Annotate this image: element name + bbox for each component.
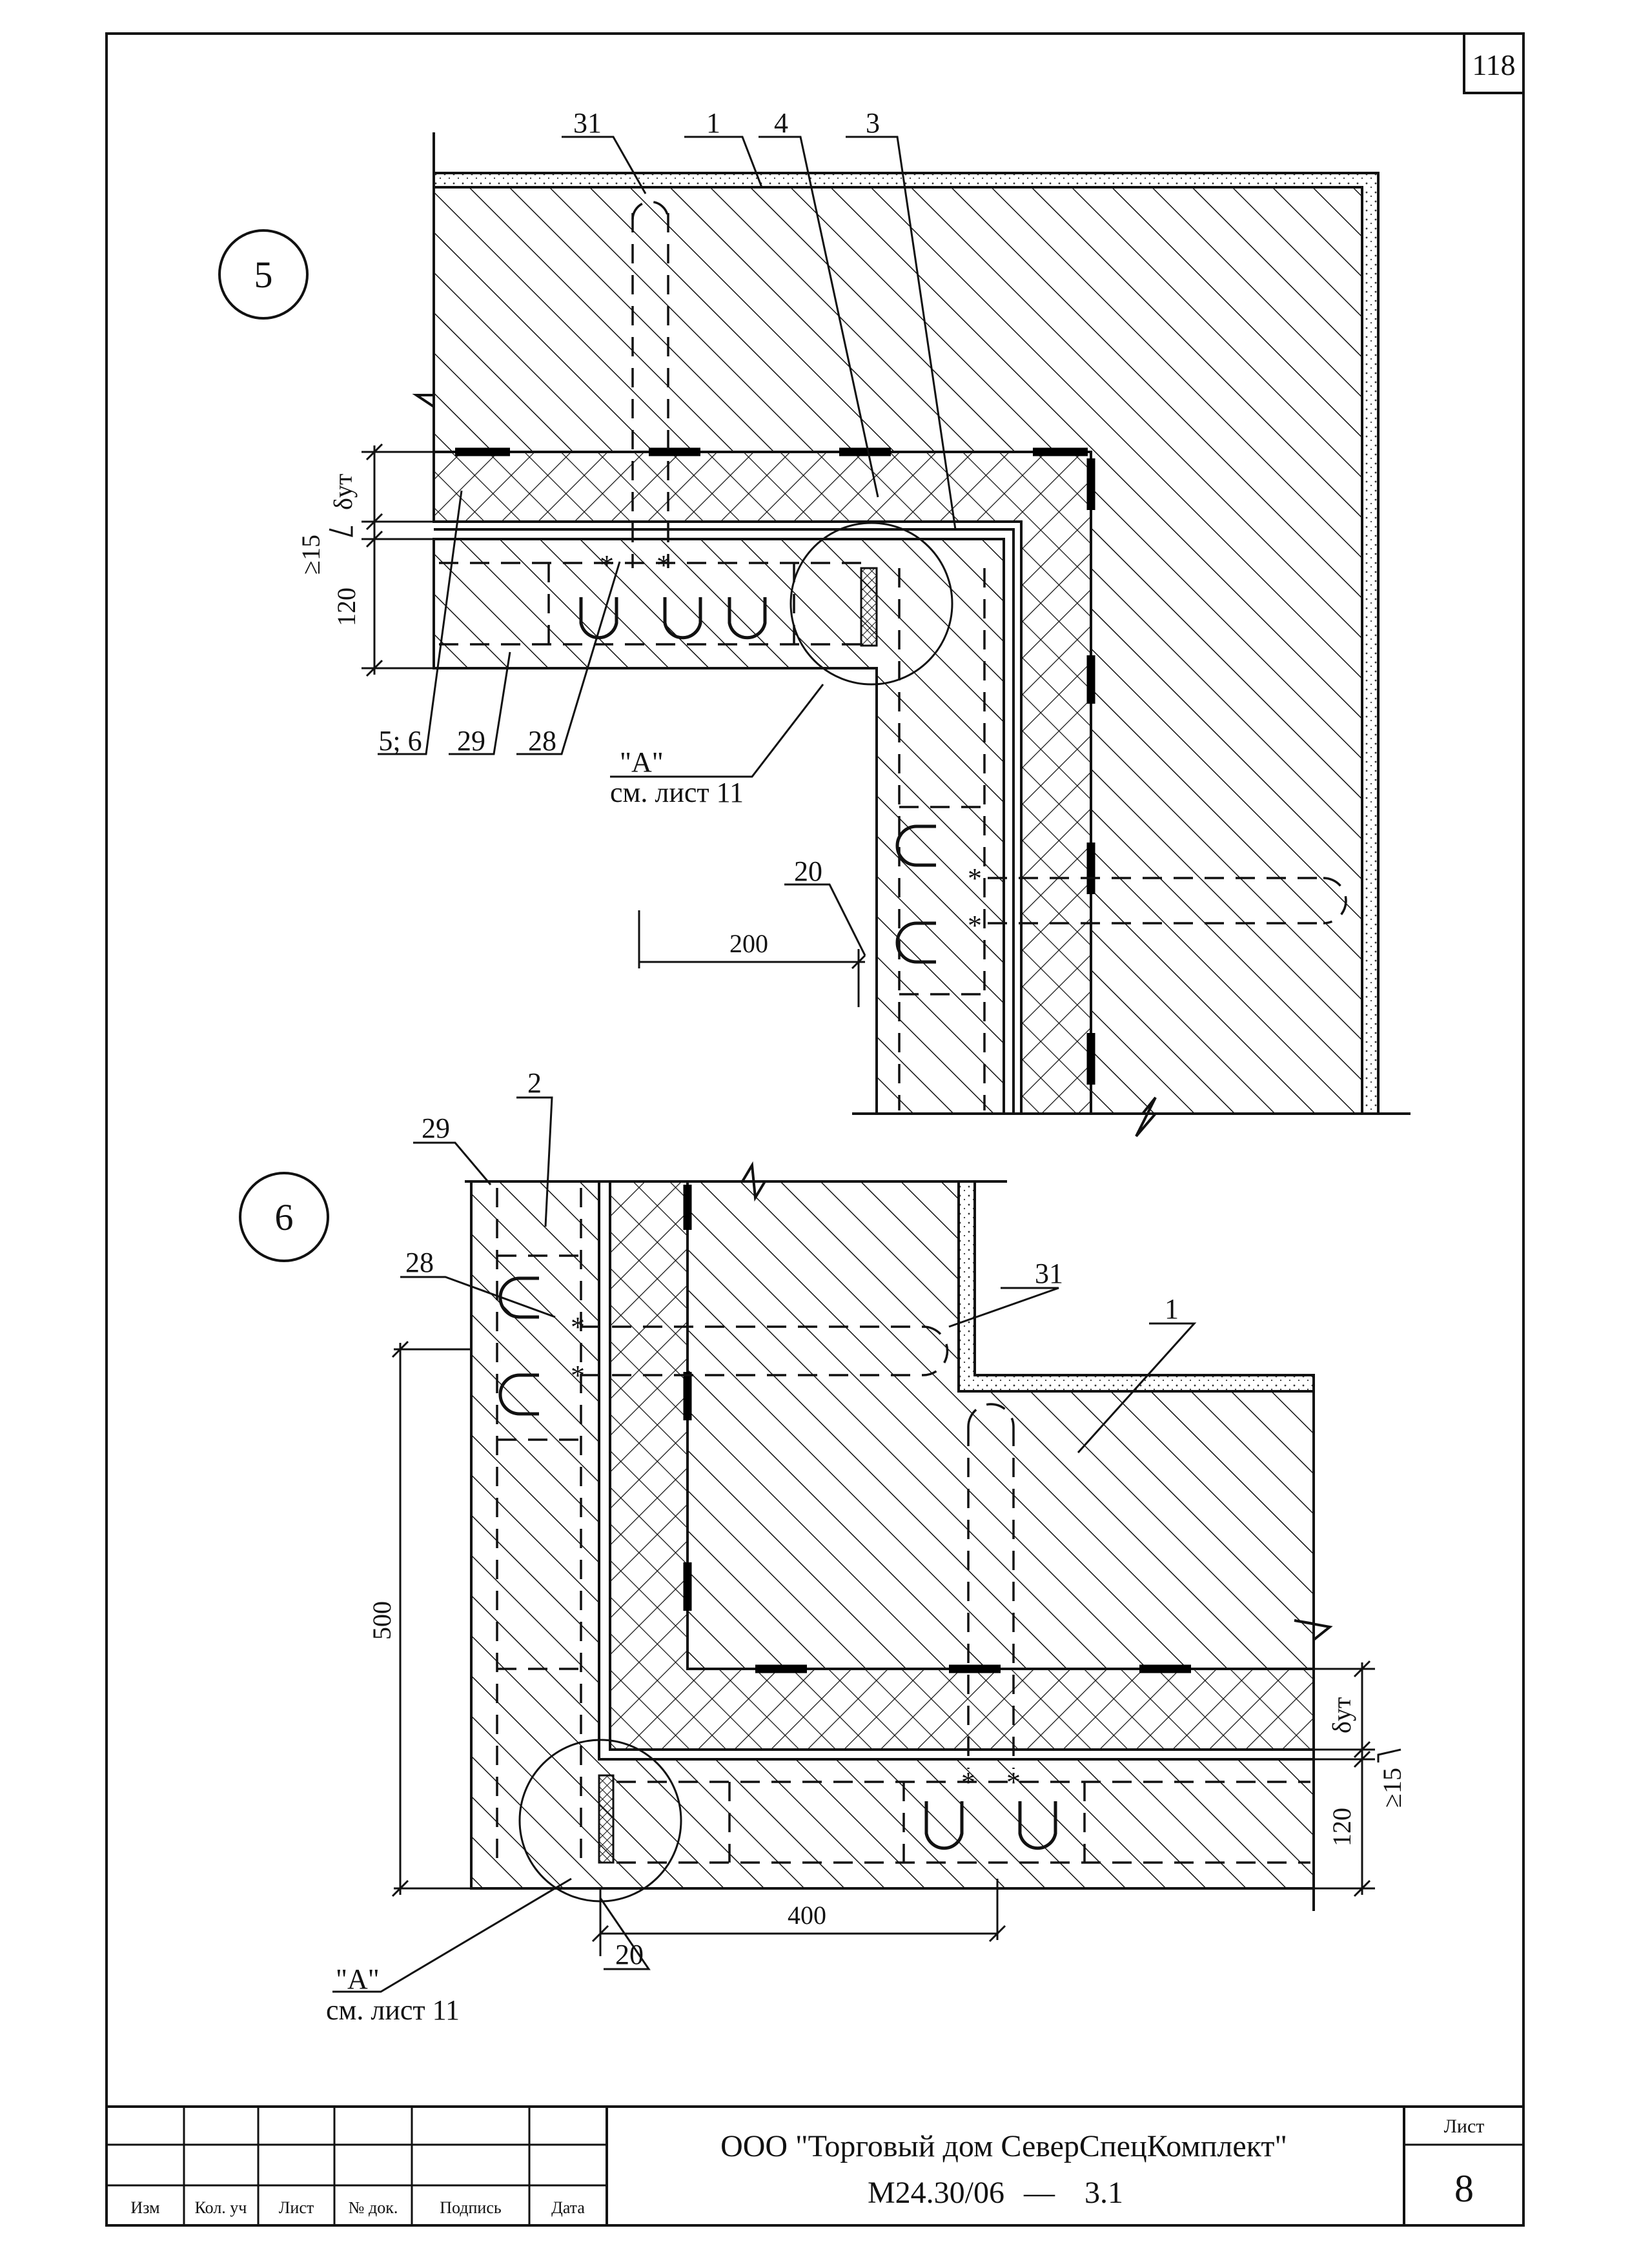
d6-dim-height: 500 [367, 1601, 396, 1640]
d5-detail-circle-a [789, 522, 953, 686]
d6-callout-28: 28 [405, 1247, 434, 1278]
document-code: М24.30/06 [868, 2176, 1004, 2210]
d5-leaders [378, 136, 957, 956]
svg-text:*: * [600, 549, 614, 581]
d6-dim-gap: ≥15 [1378, 1768, 1407, 1808]
d6-ref-title: "A" [336, 1963, 380, 1995]
d6-leaders [332, 1096, 1197, 1993]
d6-weld-marks: * * * * [571, 1311, 1021, 1798]
d6-callout-29: 29 [422, 1112, 450, 1144]
title-header-kol-uch: Кол. уч [195, 2198, 247, 2217]
d6-reinforcement [496, 1188, 1310, 1864]
d5-callout-3: 3 [866, 107, 880, 139]
d5-dimension-lines [329, 443, 866, 1007]
d5-hooks [579, 597, 936, 964]
d5-callout-1: 1 [706, 107, 720, 139]
d5-air-gap [434, 528, 1015, 1114]
title-header-date: Дата [551, 2198, 585, 2217]
d5-detail-number: 5 [254, 254, 273, 296]
svg-text:*: * [968, 863, 982, 894]
d5-detail-number-circle [218, 229, 309, 320]
d6-detail-number-circle [239, 1172, 329, 1262]
d6-dim-length: 400 [788, 1901, 826, 1930]
d6-anchor-marks [683, 1185, 1191, 1673]
title-header-doc-no: № док. [349, 2198, 398, 2217]
title-block: Изм Кол. уч Лист № док. Подпись Дата ООО… [105, 2105, 1525, 2227]
detail-5: * * * * 31 1 4 3 5; 6 29 28 20 "A" см. л… [218, 107, 1411, 1138]
d5-break-left [412, 132, 435, 452]
d5-ref-sheet: см. лист 11 [610, 777, 744, 808]
sheet-number-top: 118 [1472, 48, 1515, 81]
d5-callout-31: 31 [573, 107, 602, 139]
title-header-list: Лист [279, 2198, 314, 2217]
svg-text:*: * [961, 1766, 975, 1798]
d6-break-top [465, 1161, 1007, 1202]
sheet-value: 8 [1454, 2167, 1474, 2210]
d5-callout-5-6: 5; 6 [378, 725, 422, 757]
d5-anchor-marks [455, 447, 1095, 1085]
d5-dim-thickness: 120 [332, 587, 361, 626]
d6-callout-20: 20 [615, 1939, 644, 1970]
sheet-number-box [1463, 32, 1525, 94]
d5-callout-29: 29 [457, 725, 485, 757]
detail-6: * * * * 29 2 28 31 1 20 "A" см. лист 11 [239, 1067, 1407, 2026]
sheet-label: Лист [1444, 2116, 1485, 2137]
d5-joint-seal [860, 567, 878, 647]
d5-reinforcement [439, 200, 1347, 1110]
svg-text:*: * [571, 1311, 585, 1343]
d5-ref-title: "A" [620, 746, 664, 778]
d6-callout-1: 1 [1165, 1293, 1179, 1325]
title-header-izm: Изм [130, 2198, 159, 2217]
svg-text:*: * [1006, 1766, 1021, 1798]
title-header-signature: Подпись [440, 2198, 502, 2217]
d5-dim-gap: ≥15 [296, 535, 325, 575]
d6-callout-2: 2 [527, 1067, 542, 1099]
d5-dim-insulation: δут [329, 474, 358, 510]
svg-text:*: * [657, 549, 671, 581]
d6-concrete-wall [686, 1180, 1315, 1670]
d5-callout-28: 28 [528, 725, 556, 757]
d6-ref-sheet: см. лист 11 [326, 1994, 460, 2026]
d6-plaster-layer [957, 1180, 1315, 1393]
d5-break-bottom [852, 1096, 1411, 1138]
svg-text:*: * [968, 910, 982, 941]
svg-text:*: * [571, 1360, 585, 1391]
d6-break-right [1294, 1391, 1333, 1911]
company-name: ООО "Торговый дом СеверСпецКомплект" [720, 2129, 1287, 2163]
d5-weld-marks: * * * * [600, 549, 982, 941]
d5-dim-offset: 200 [729, 929, 768, 958]
d5-callout-20: 20 [794, 855, 822, 887]
d6-detail-number: 6 [275, 1196, 294, 1238]
d6-callout-31: 31 [1035, 1258, 1063, 1289]
d6-dim-insulation: δут [1327, 1697, 1356, 1733]
d6-joint-seal [598, 1774, 615, 1864]
d6-dimension-lines [391, 1340, 1401, 1956]
document-section: 3.1 [1085, 2176, 1123, 2210]
document-dash: — [1023, 2176, 1055, 2210]
d6-dim-thickness: 120 [1327, 1808, 1356, 1846]
d5-callout-4: 4 [774, 107, 788, 139]
